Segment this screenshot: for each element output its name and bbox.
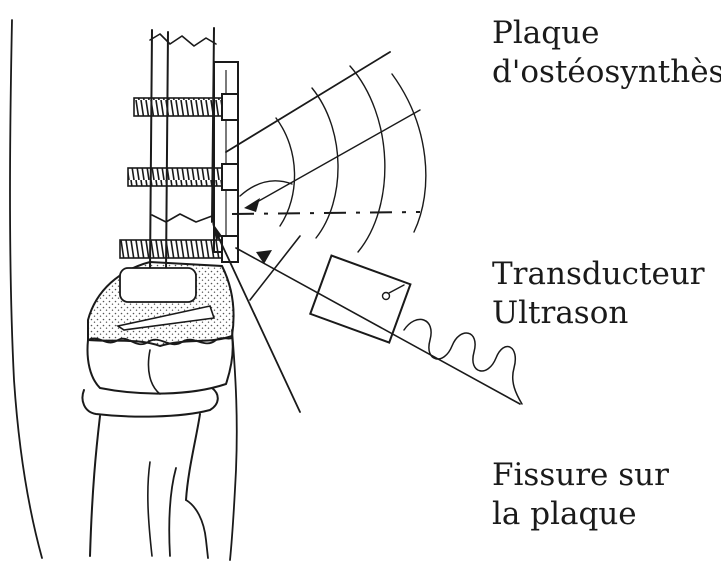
- ultrasound-transducer: [236, 236, 520, 404]
- plate-label-line1: Plaque: [492, 14, 721, 53]
- tibia: [83, 388, 218, 558]
- transducer-label-line2: Ultrason: [492, 294, 705, 333]
- transducer-label: Transducteur Ultrason: [492, 255, 705, 333]
- osteosynthesis-plate: [214, 62, 238, 252]
- crack-label: Fissure sur la plaque: [492, 456, 669, 534]
- femur-shaft: [150, 28, 216, 272]
- plate-label-line2: d'ostéosynthèse: [492, 53, 721, 92]
- ultrasound-waves: [232, 66, 426, 252]
- femoral-condyle: [88, 262, 234, 394]
- screw-middle: [128, 164, 238, 190]
- crack-label-line1: Fissure sur: [492, 456, 669, 495]
- crack-label-line2: la plaque: [492, 495, 669, 534]
- plate-label: Plaque d'ostéosynthèse: [492, 14, 721, 92]
- screw-top: [134, 94, 238, 120]
- transducer-label-line1: Transducteur: [492, 255, 705, 294]
